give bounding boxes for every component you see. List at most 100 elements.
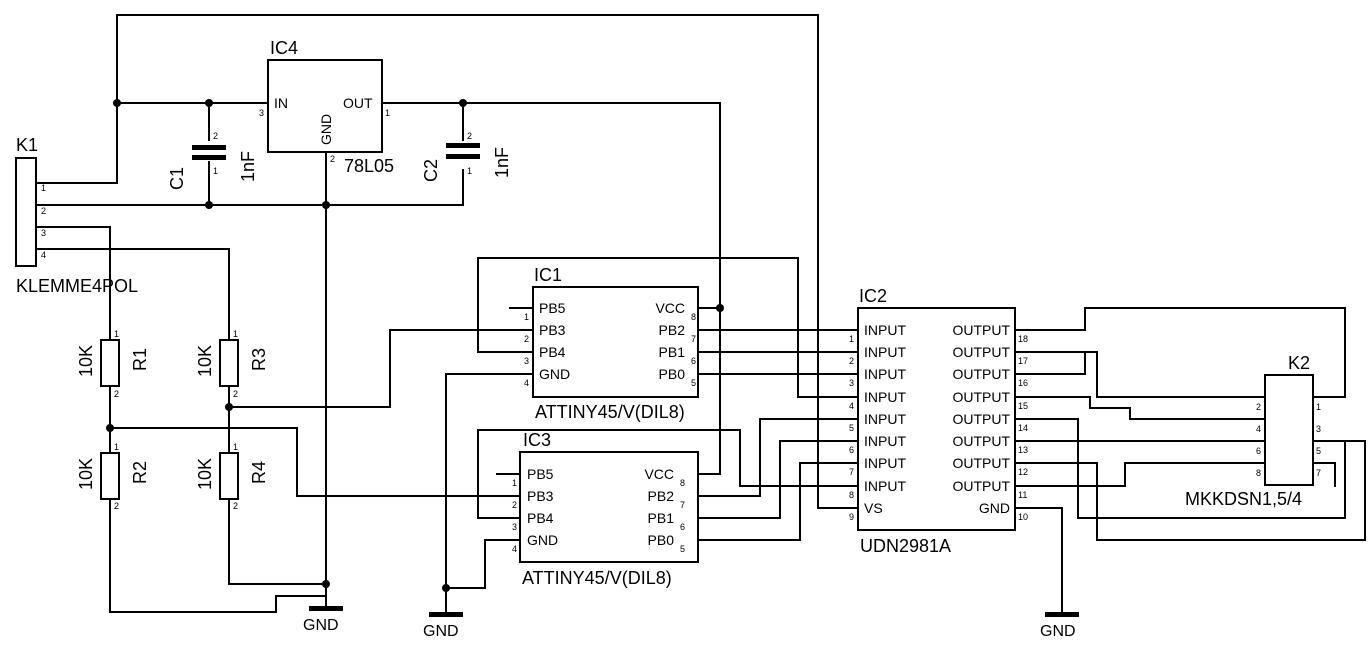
ic2-pin-num: 12	[1018, 467, 1028, 477]
k2-pin-num: 2	[1256, 402, 1261, 412]
ic1-pin-name: PB3	[539, 322, 566, 338]
r1-ref: R1	[130, 348, 150, 371]
k2-value: MKKDSN1,5/4	[1185, 489, 1302, 509]
ic4-pin-in-num: 3	[259, 108, 264, 118]
k1-pin-4: 4	[41, 250, 46, 260]
c2-plate-top	[446, 143, 480, 148]
ic1-pin-num: 3	[524, 356, 529, 366]
ic3-pin-name: VCC	[644, 466, 674, 482]
wire-vs-rail	[35, 14, 859, 509]
ic3-pin-num: 1	[512, 478, 517, 488]
ic3-pin-num: 5	[680, 544, 685, 554]
ic2-pin-num: 14	[1018, 423, 1028, 433]
ic2-pin-num: 17	[1018, 356, 1028, 366]
wire-ic3-gnd	[445, 539, 521, 589]
ic2-left-pins: INPUT INPUT INPUT INPUT INPUT INPUT INPU…	[849, 322, 906, 522]
ic2-pin-name: INPUT	[864, 389, 906, 405]
ic2-pin-num: 5	[849, 423, 854, 433]
ic1-pin-name: GND	[539, 366, 570, 382]
junction	[322, 580, 330, 588]
junction	[205, 99, 213, 107]
r4-value: 10K	[195, 458, 215, 490]
ic1-body	[532, 286, 699, 398]
ic1-ref: IC1	[534, 265, 562, 285]
k2-pin-num: 7	[1316, 468, 1321, 478]
c1-plate-bottom	[192, 155, 226, 160]
ic3-pin-name: PB1	[648, 510, 675, 526]
wire-gnd-rail	[35, 169, 464, 206]
k2-pin-num: 3	[1316, 424, 1321, 434]
ic2-pin-num: 13	[1018, 445, 1028, 455]
ic2-pin-name: OUTPUT	[952, 322, 1010, 338]
ic2-pin-num: 11	[1018, 490, 1027, 500]
r3-ref: R3	[249, 348, 269, 371]
ic3-value: ATTINY45/V(DIL8)	[522, 568, 672, 588]
ic1-pin-num: 2	[524, 334, 529, 344]
ic1-pin-name: PB5	[539, 300, 566, 316]
k1-ref: K1	[16, 135, 38, 155]
r4-pin-top: 1	[233, 442, 238, 452]
k2-pin-num: 1	[1316, 402, 1321, 412]
ic3-pin-num: 7	[680, 500, 685, 510]
wire-r4-gnd	[228, 498, 327, 585]
junction	[716, 304, 724, 312]
wire-ic3-pb1	[697, 440, 859, 519]
ic1-pin-name: PB2	[659, 322, 686, 338]
c2-pin-bottom: 1	[467, 166, 472, 176]
k1-pin-2: 2	[41, 206, 46, 216]
ic2-pin-name: INPUT	[864, 322, 906, 338]
junction	[113, 99, 121, 107]
resistor-r1: 1 2 10K R1	[76, 329, 150, 399]
ic3-pin-name: PB0	[648, 532, 675, 548]
ic2-pin-name: OUTPUT	[952, 344, 1010, 360]
ground-icon	[1045, 612, 1079, 617]
ic4-pin-in: IN	[274, 95, 288, 111]
k1-pin-1: 1	[41, 183, 46, 193]
r2-ref: R2	[130, 461, 150, 484]
wire-out11	[1014, 462, 1266, 487]
ic3-body	[519, 451, 699, 563]
ic1-pin-num: 1	[524, 312, 529, 322]
ic2-pin-num: 3	[849, 378, 854, 388]
ic2-pin-name: OUTPUT	[952, 411, 1010, 427]
ground-symbol: GND	[1040, 612, 1079, 640]
ic1-pin-num: 7	[691, 334, 696, 344]
r2-pin-bottom: 2	[114, 501, 119, 511]
ic3-pin-name: GND	[527, 532, 558, 548]
ic2-pin-name: INPUT	[864, 366, 906, 382]
ic2-pin-num: 18	[1018, 334, 1028, 344]
k1-value: KLEMME4POL	[16, 276, 138, 296]
r4-pin-bottom: 2	[233, 501, 238, 511]
ic1-value: ATTINY45/V(DIL8)	[535, 402, 685, 422]
ic3-pin-name: PB5	[527, 466, 554, 482]
r2-body	[100, 452, 120, 500]
r1-pin-top: 1	[114, 329, 119, 339]
ic2-ref: IC2	[859, 286, 887, 306]
ic4-regulator: IC4 IN OUT GND 3 1 2 78L05	[259, 38, 394, 176]
ic3-pin-name: PB3	[527, 488, 554, 504]
ic2-pin-num: 2	[849, 356, 854, 366]
ic3-pin-name: PB4	[527, 510, 554, 526]
ic2-pin-name: INPUT	[864, 455, 906, 471]
ic1-left-pins: PB5 PB3 PB4 GND 1 2 3 4	[524, 300, 570, 388]
ic2-pin-num: 15	[1018, 401, 1028, 411]
ic1-pin-name: PB4	[539, 344, 566, 360]
ic3-right-pins: VCC PB2 PB1 PB0 8 7 6 5	[644, 466, 685, 554]
ic2-right-pins: OUTPUT OUTPUT OUTPUT OUTPUT OUTPUT OUTPU…	[952, 322, 1028, 522]
k1-pin-3: 3	[41, 228, 46, 238]
k1-terminal-block: K1 KLEMME4POL 1 2 3 4	[15, 135, 138, 296]
ic2-pin-name: OUTPUT	[952, 389, 1010, 405]
ic2-pin-num: 8	[849, 490, 854, 500]
r3-body	[219, 339, 239, 387]
ic4-pin-gnd: GND	[318, 114, 334, 145]
wire-out12	[1014, 440, 1366, 541]
c1-plate-top	[192, 145, 226, 150]
k2-pin-num: 4	[1256, 424, 1261, 434]
r1-value: 10K	[76, 345, 96, 377]
ic4-body	[267, 59, 383, 153]
k2-connector: K2 MKKDSN1,5/4 2 4 6 8 1 3 5 7	[1185, 353, 1321, 509]
k2-ref: K2	[1288, 353, 1310, 373]
ground-icon	[429, 612, 463, 617]
ic2-pin-num: 1	[849, 334, 854, 344]
ic2-pin-name: GND	[979, 500, 1010, 516]
